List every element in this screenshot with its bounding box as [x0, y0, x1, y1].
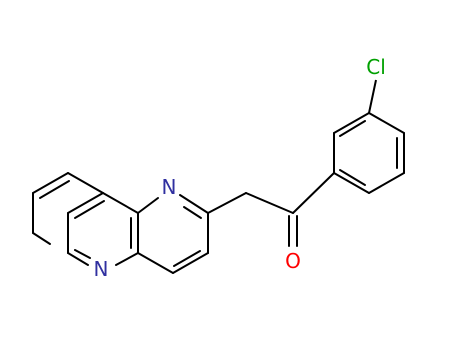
bond — [368, 172, 405, 194]
bond — [32, 172, 69, 194]
double-bond-inner — [74, 249, 91, 259]
ketone-linker — [207, 172, 335, 247]
double-bond-inner — [339, 120, 366, 137]
naphthyridine-n5-label: N — [94, 257, 109, 281]
double-bond-inner — [74, 200, 105, 219]
carbonyl-oxygen-label: O — [285, 249, 301, 273]
double-bond-inner — [173, 250, 201, 267]
double-bond-inner — [39, 180, 70, 199]
bond — [115, 252, 139, 266]
naphthyridine-n1-label: N — [162, 175, 177, 199]
double-bond-inner — [339, 169, 366, 186]
naphthyridine-right-ring — [137, 194, 209, 274]
bond — [102, 192, 139, 214]
c-cl-bond — [368, 79, 377, 114]
bond — [67, 172, 104, 194]
chlorophenyl-ring — [333, 112, 405, 194]
bond — [179, 194, 209, 214]
aryl-carbonyl-bond — [292, 172, 335, 214]
bond — [32, 232, 51, 245]
ch2-ring-bond — [207, 192, 247, 214]
double-bond-inner — [183, 206, 202, 219]
naphthyridine-outer-ring — [32, 172, 104, 245]
bond — [67, 192, 104, 214]
bond — [368, 112, 405, 134]
bond — [137, 197, 159, 214]
bond — [67, 252, 89, 266]
carbonyl-ch2-bond — [245, 192, 294, 214]
naphthyridine-left-ring — [67, 192, 139, 266]
bond — [137, 252, 174, 274]
bond — [333, 172, 370, 194]
bond — [172, 252, 209, 274]
bond — [333, 112, 370, 134]
chlorine-label: Cl — [366, 55, 386, 79]
